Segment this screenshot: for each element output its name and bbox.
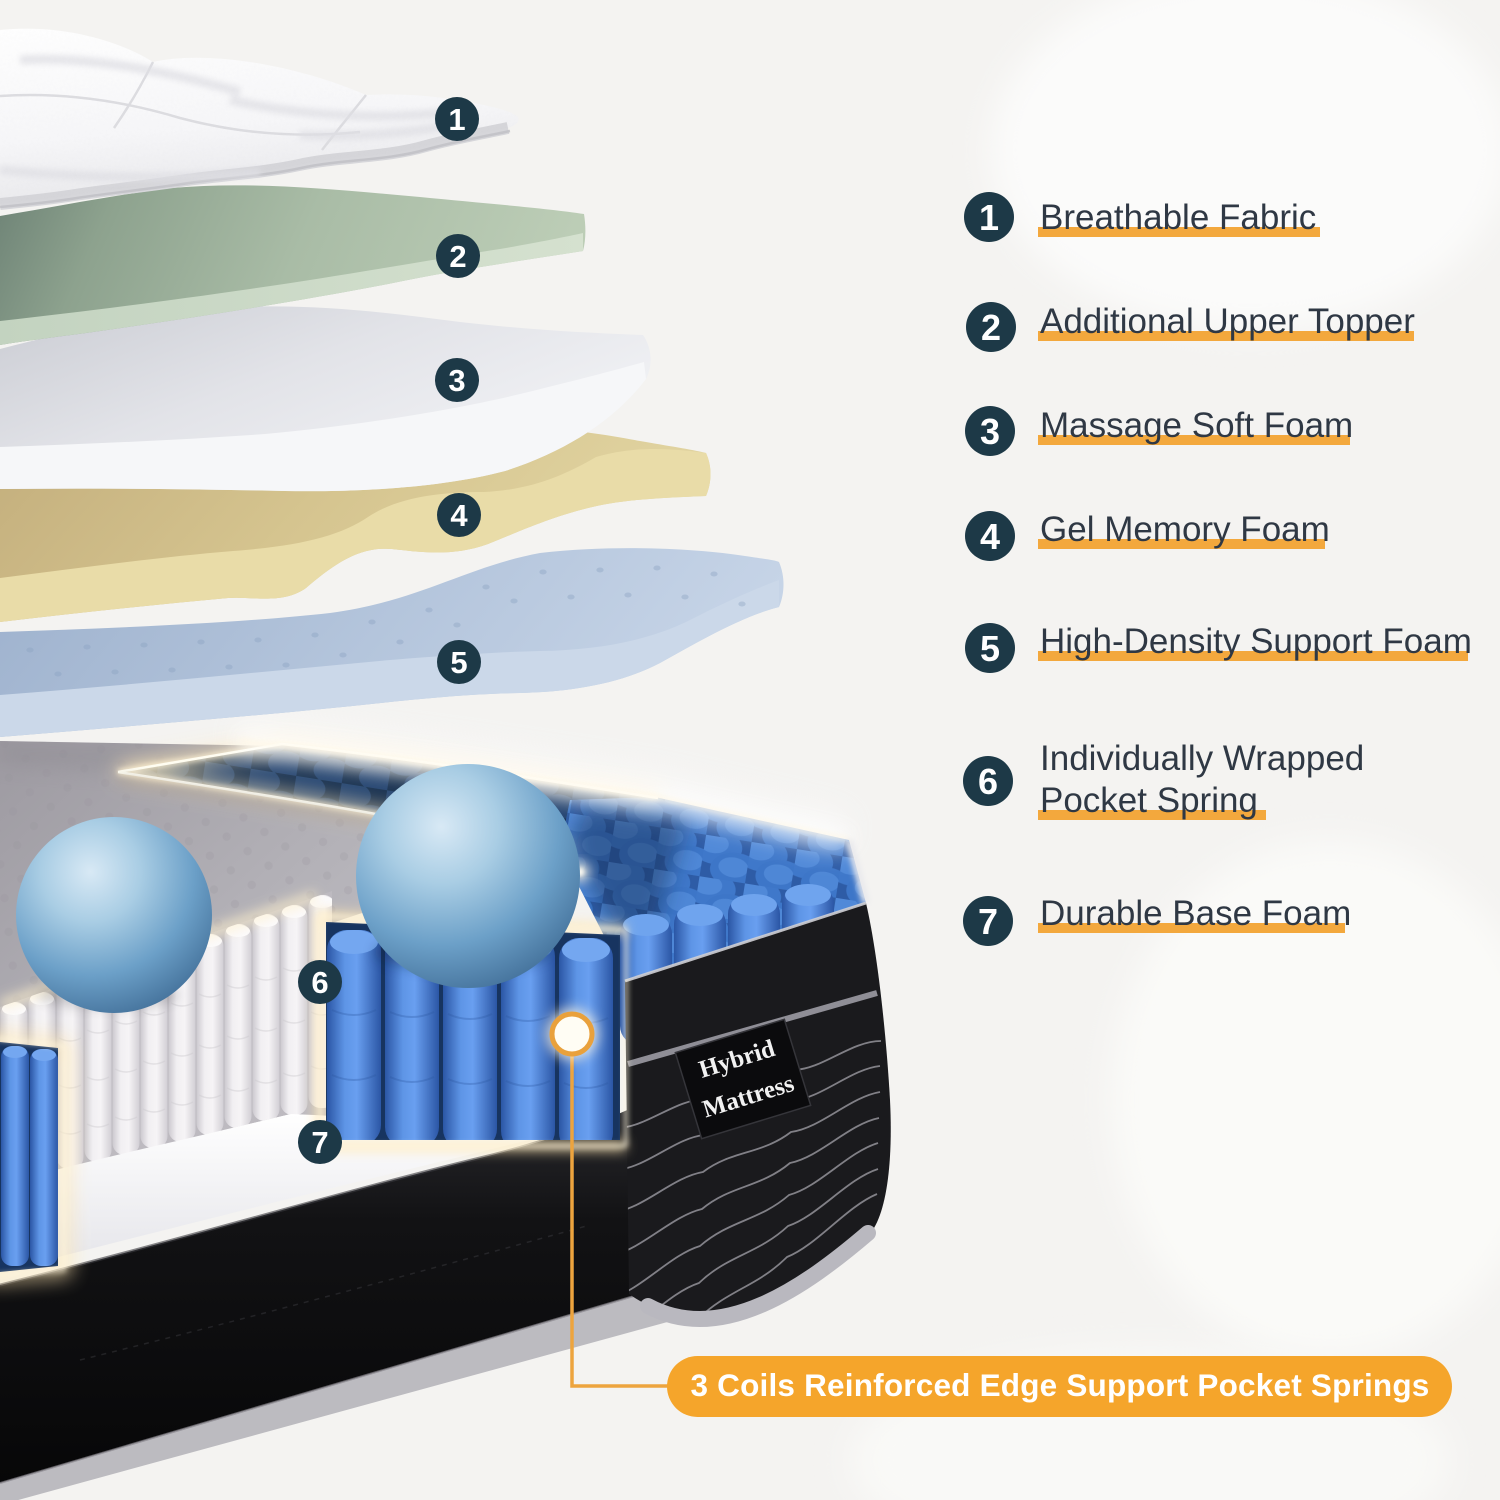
svg-text:4: 4 bbox=[450, 498, 468, 533]
svg-text:6: 6 bbox=[978, 761, 998, 802]
svg-text:Breathable Fabric: Breathable Fabric bbox=[1040, 198, 1316, 237]
svg-text:Durable Base Foam: Durable Base Foam bbox=[1040, 894, 1351, 933]
svg-text:3: 3 bbox=[448, 363, 465, 398]
svg-text:5: 5 bbox=[980, 628, 1000, 669]
svg-text:High-Density Support Foam: High-Density Support Foam bbox=[1040, 622, 1472, 661]
svg-text:3 Coils Reinforced Edge Suppor: 3 Coils Reinforced Edge Support Pocket S… bbox=[690, 1367, 1429, 1403]
svg-text:7: 7 bbox=[978, 901, 998, 942]
svg-text:1: 1 bbox=[448, 102, 465, 137]
svg-text:Individually Wrapped: Individually Wrapped bbox=[1040, 739, 1364, 778]
svg-text:6: 6 bbox=[311, 965, 328, 1000]
svg-text:1: 1 bbox=[979, 197, 999, 238]
svg-text:2: 2 bbox=[449, 239, 466, 274]
svg-text:Additional Upper Topper: Additional Upper Topper bbox=[1040, 302, 1415, 341]
svg-text:7: 7 bbox=[311, 1125, 328, 1160]
svg-text:2: 2 bbox=[981, 307, 1001, 348]
svg-text:Gel Memory Foam: Gel Memory Foam bbox=[1040, 510, 1330, 549]
svg-text:4: 4 bbox=[980, 516, 1000, 557]
svg-text:Pocket Spring: Pocket Spring bbox=[1040, 781, 1258, 820]
svg-text:3: 3 bbox=[980, 411, 1000, 452]
svg-text:5: 5 bbox=[450, 645, 467, 680]
svg-text:Massage Soft Foam: Massage Soft Foam bbox=[1040, 406, 1353, 445]
